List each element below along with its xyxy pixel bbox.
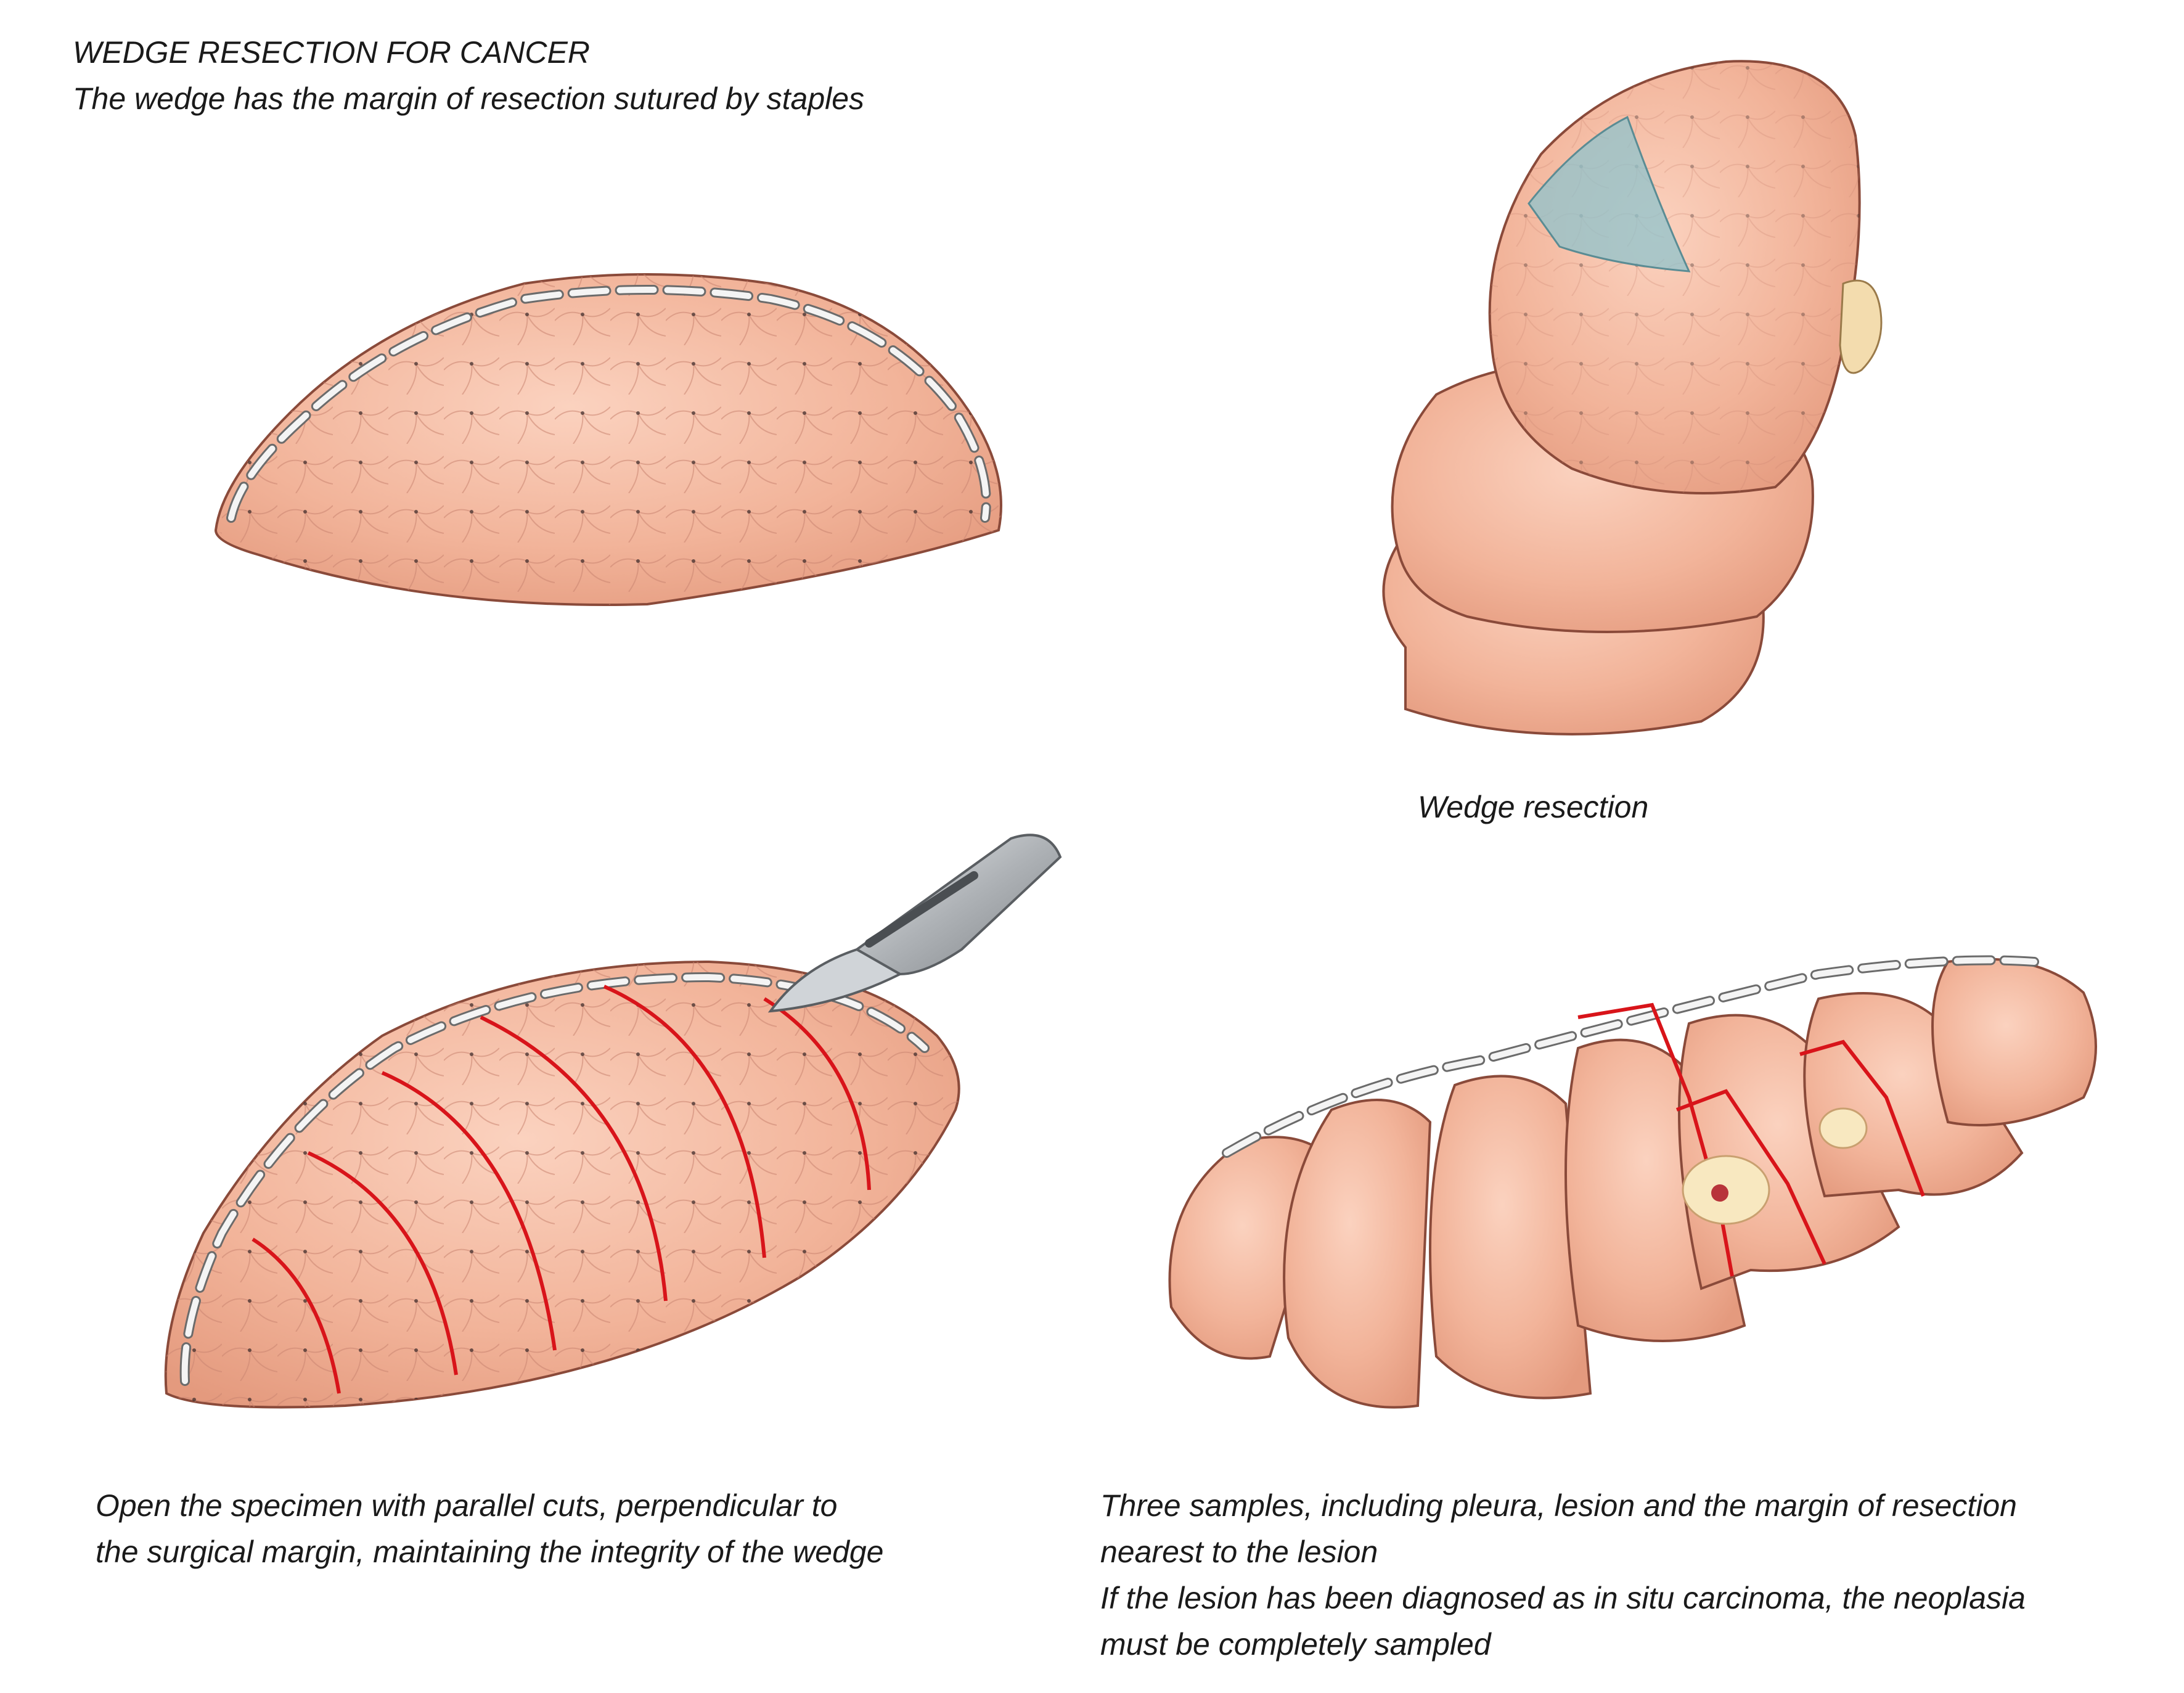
slice-3 <box>1429 1075 1592 1400</box>
cut-lines <box>252 985 871 1394</box>
slice-2 <box>1283 1099 1432 1409</box>
lesions <box>1682 1107 1868 1225</box>
cut-line-5 <box>603 985 766 1258</box>
cut-line-1 <box>252 1237 341 1394</box>
wedge-cuts-texture <box>165 962 959 1408</box>
scalpel-handle <box>854 834 1062 976</box>
sample-outline-1 <box>1577 1002 1734 1277</box>
lesion-1-core <box>1711 1184 1728 1202</box>
lesion-sample-outlines <box>1577 1002 1925 1277</box>
cut-line-2 <box>307 1151 458 1375</box>
cut-line-6 <box>763 997 871 1191</box>
slice-6 <box>1803 992 2024 1198</box>
cut-line-3 <box>381 1071 557 1351</box>
cut-line-4 <box>480 1015 668 1302</box>
caption-samples-line-2: nearest to the lesion <box>1100 1535 1378 1569</box>
wedge-cuts <box>164 834 1062 1409</box>
caption-three-samples: Three samples, including pleura, lesion … <box>1100 1483 2026 1668</box>
lung-illustration <box>1382 60 1883 736</box>
caption-open-line-1: Open the specimen with parallel cuts, pe… <box>96 1488 838 1523</box>
wedge-sliced <box>1168 955 2097 1409</box>
caption-samples-line-1: Three samples, including pleura, lesion … <box>1100 1488 2017 1523</box>
wedge-highlight <box>1528 115 1691 273</box>
wedge-intact <box>214 273 1002 606</box>
slice-7 <box>1931 957 2097 1126</box>
scalpel-icon <box>767 834 1062 1013</box>
sample-outline-2 <box>1675 1089 1826 1265</box>
sample-outline-3 <box>1799 1039 1925 1197</box>
caption-open-specimen: Open the specimen with parallel cuts, pe… <box>96 1483 884 1575</box>
scalpel-blade <box>767 948 903 1013</box>
lung-texture <box>1489 61 1860 494</box>
scalpel-slot <box>865 871 978 948</box>
lesion-2 <box>1818 1107 1868 1149</box>
caption-wedge-resection: Wedge resection <box>1418 784 1648 830</box>
figure-subtitle: The wedge has the margin of resection su… <box>73 81 865 116</box>
wedge-intact-texture <box>216 274 1001 605</box>
lung-hilum <box>1839 279 1883 374</box>
figure-title: WEDGE RESECTION FOR CANCER <box>73 35 590 70</box>
caption-samples-line-3: If the lesion has been diagnosed as in s… <box>1100 1581 2026 1615</box>
caption-samples-line-4: must be completely sampled <box>1100 1627 1491 1662</box>
caption-open-line-2: the surgical margin, maintaining the int… <box>96 1535 884 1569</box>
slice-1 <box>1168 1136 1333 1360</box>
caption-wedge-line: Wedge resection <box>1418 790 1649 824</box>
slices <box>1168 957 2097 1409</box>
title-block: WEDGE RESECTION FOR CANCER The wedge has… <box>73 30 864 122</box>
